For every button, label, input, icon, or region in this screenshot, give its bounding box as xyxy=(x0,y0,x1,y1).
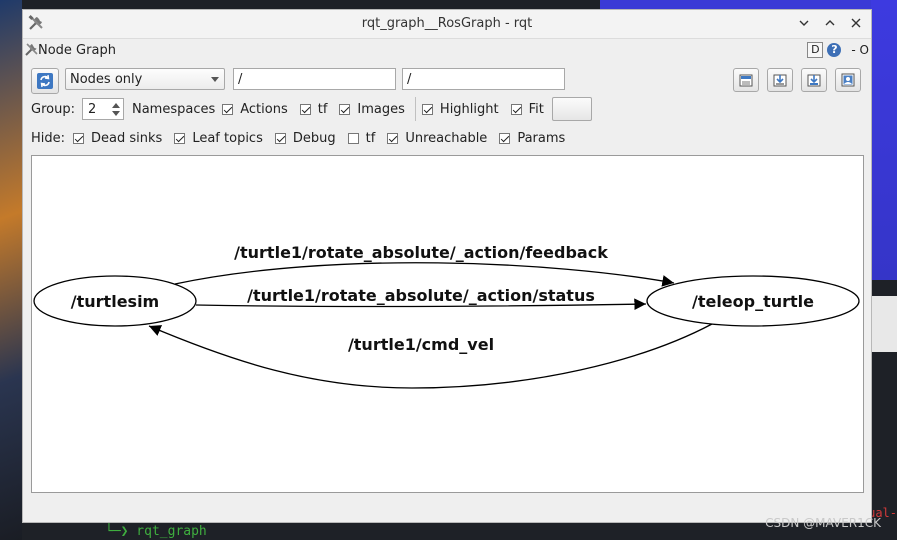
checkbox-label: Debug xyxy=(292,130,336,146)
checkbox-label: Images xyxy=(357,101,405,117)
terminal-command: └─❯ rqt_graph xyxy=(105,524,207,539)
leaf-topics-checkbox[interactable]: Leaf topics xyxy=(174,131,263,146)
save-dot-icon xyxy=(773,74,787,87)
plugin-tools-icon[interactable] xyxy=(24,42,39,57)
image-icon xyxy=(841,73,855,87)
edge-cmd-vel[interactable] xyxy=(148,323,713,389)
hide-label: Hide: xyxy=(31,130,66,146)
window-title: rqt_graph__RosGraph - rqt xyxy=(361,16,533,31)
watermark: CSDN @MAVER1CK xyxy=(765,516,881,530)
checkbox-box[interactable] xyxy=(421,103,433,115)
open-file-icon xyxy=(739,74,753,87)
checkbox-label: tf xyxy=(317,101,328,117)
save-dot-button[interactable] xyxy=(767,68,793,92)
checkbox-box[interactable] xyxy=(222,103,234,115)
graph-mode-select[interactable]: Nodes only xyxy=(65,68,225,90)
close-icon[interactable] xyxy=(847,14,865,32)
tf-checkbox[interactable]: tf xyxy=(299,101,328,117)
fit-view-button[interactable] xyxy=(551,97,592,121)
actions-checkbox[interactable]: Actions xyxy=(222,102,288,117)
checkbox-label: Dead sinks xyxy=(91,130,163,146)
debug-checkbox[interactable]: Debug xyxy=(274,130,336,146)
edge-label-cmd-vel[interactable]: /turtle1/cmd_vel xyxy=(348,335,494,354)
spin-up-icon[interactable] xyxy=(111,103,120,108)
save-image-button[interactable] xyxy=(835,68,861,92)
checkbox-box[interactable] xyxy=(73,132,85,144)
help-icon[interactable]: ? xyxy=(827,43,842,57)
node-turtlesim[interactable] xyxy=(33,275,197,327)
params-checkbox[interactable]: Params xyxy=(499,131,565,146)
unreachable-checkbox[interactable]: Unreachable xyxy=(387,131,487,146)
checkbox-box[interactable] xyxy=(510,103,522,115)
node-teleop-turtle[interactable] xyxy=(646,275,860,327)
edge-feedback[interactable] xyxy=(174,262,675,287)
edge-status[interactable] xyxy=(195,298,647,311)
fit-checkbox[interactable]: Fit xyxy=(510,101,544,117)
graph-mode-value: Nodes only xyxy=(70,72,143,87)
dead-sinks-checkbox[interactable]: Dead sinks xyxy=(73,131,162,146)
group-label: Group: xyxy=(31,101,75,117)
background-window-fragment xyxy=(871,296,897,352)
highlight-checkbox[interactable]: Highlight xyxy=(421,101,499,117)
plugin-header: Node Graph D ? - O xyxy=(23,39,871,61)
checkbox-label: Unreachable xyxy=(405,130,488,146)
desktop-background-top xyxy=(600,0,897,9)
checkbox-label: Fit xyxy=(528,101,544,117)
tools-icon xyxy=(28,15,43,30)
group-options-row: Group: 2 Namespaces Actions tf Images Hi… xyxy=(31,96,863,122)
checkbox-box[interactable] xyxy=(274,132,286,144)
checkbox-label: tf xyxy=(365,130,376,146)
group-value: 2 xyxy=(87,102,97,117)
checkbox-box[interactable] xyxy=(499,132,511,144)
save-svg-icon xyxy=(807,74,821,87)
load-dot-button[interactable] xyxy=(733,68,759,92)
chevron-down-icon xyxy=(211,77,219,82)
group-spinbox[interactable]: 2 xyxy=(81,98,124,120)
toolbar-separator xyxy=(414,97,416,121)
topic-filter-input[interactable]: / xyxy=(402,68,565,90)
desktop-background-right xyxy=(871,0,897,280)
edge-label-feedback[interactable]: /turtle1/rotate_absolute/_action/feedbac… xyxy=(234,243,608,262)
checkbox-label: Params xyxy=(517,130,566,146)
title-bar[interactable]: rqt_graph__RosGraph - rqt xyxy=(23,10,871,39)
dock-button[interactable]: D xyxy=(807,42,824,58)
refresh-icon xyxy=(37,73,53,89)
ros-graph[interactable]: /turtle1/rotate_absolute/_action/feedbac… xyxy=(32,156,863,492)
save-svg-button[interactable] xyxy=(801,68,827,92)
hide-tf-checkbox[interactable]: tf xyxy=(347,130,376,146)
checkbox-label: Highlight xyxy=(439,101,499,117)
namespaces-label: Namespaces xyxy=(131,101,216,117)
terminal-red-fragment: ual- xyxy=(868,506,897,520)
images-checkbox[interactable]: Images xyxy=(339,102,405,117)
refresh-button[interactable] xyxy=(31,68,59,94)
checkbox-box[interactable] xyxy=(339,103,351,115)
checkbox-box[interactable] xyxy=(347,132,359,144)
node-label-teleop-turtle[interactable]: /teleop_turtle xyxy=(692,292,814,311)
checkbox-label: Actions xyxy=(240,101,288,117)
desktop-background-left xyxy=(0,0,22,540)
node-filter-input[interactable]: / xyxy=(233,68,396,90)
checkbox-label: Leaf topics xyxy=(192,130,263,146)
checkbox-box[interactable] xyxy=(387,132,399,144)
rqt-window: rqt_graph__RosGraph - rqt Node Graph D ?… xyxy=(22,9,872,523)
maximize-icon[interactable] xyxy=(821,14,839,32)
hide-options-row: Hide: Dead sinks Leaf topics Debug tf Un… xyxy=(31,127,863,149)
checkbox-box[interactable] xyxy=(174,132,186,144)
graph-canvas[interactable]: /turtle1/rotate_absolute/_action/feedbac… xyxy=(31,155,864,493)
checkbox-box[interactable] xyxy=(299,103,311,115)
minimize-icon[interactable] xyxy=(795,14,813,32)
plugin-window-controls[interactable]: - O xyxy=(851,43,869,57)
filter-toolbar: Nodes only / / xyxy=(31,67,863,94)
node-label-turtlesim[interactable]: /turtlesim xyxy=(71,292,159,311)
plugin-title: Node Graph xyxy=(38,43,116,58)
spin-down-icon[interactable] xyxy=(111,111,120,116)
edge-label-status[interactable]: /turtle1/rotate_absolute/_action/status xyxy=(247,286,595,305)
